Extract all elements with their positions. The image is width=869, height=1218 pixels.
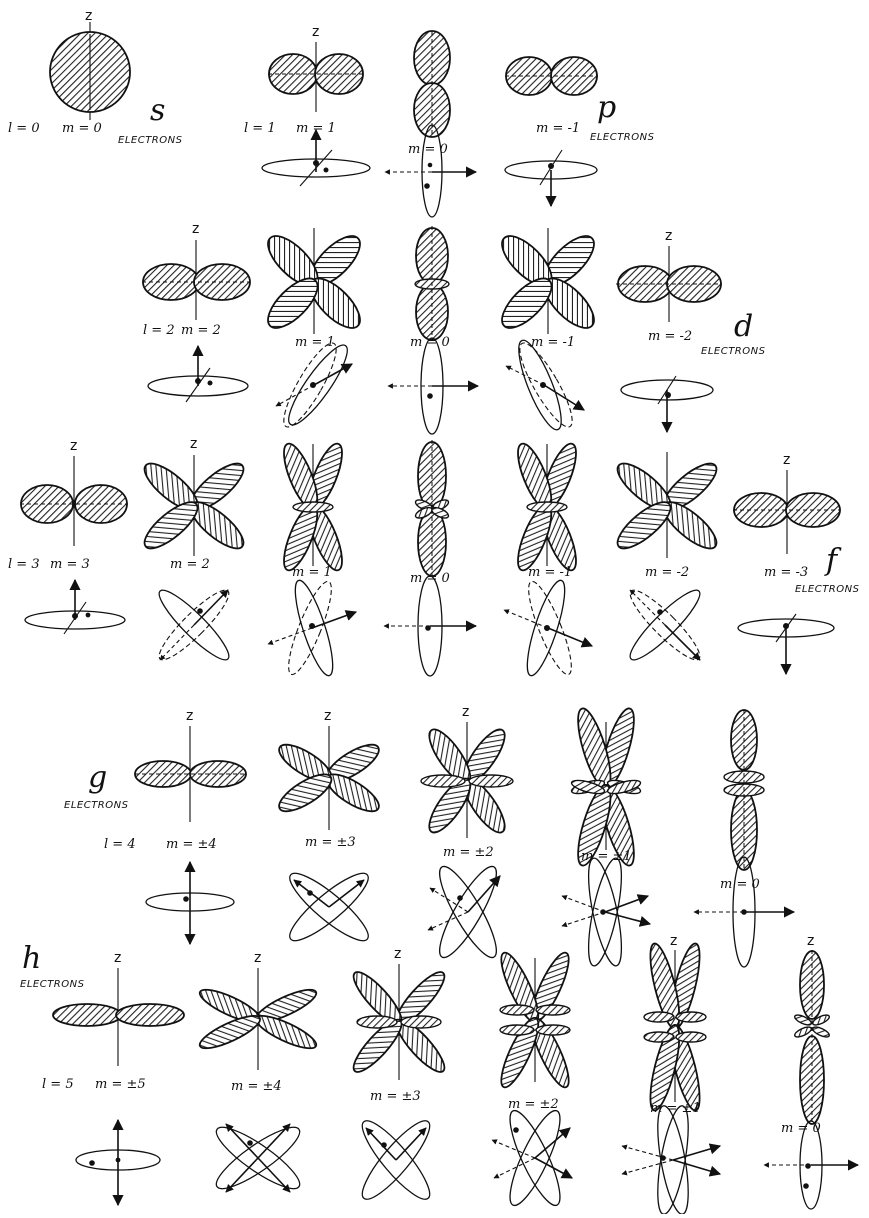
f-group: z z [8, 436, 860, 679]
s-l-label: l = 0 [8, 121, 40, 136]
d-m-label-3: m = -1 [531, 335, 575, 350]
g-m-label-1: m = ±3 [305, 835, 356, 850]
g-electrons-label: ELECTRONS [64, 800, 129, 811]
f-z-axis-label: z [70, 438, 77, 454]
f-electrons-label: ELECTRONS [795, 584, 860, 595]
h-z-axis-label-5: z [670, 933, 677, 949]
f-m-label-5: m = -2 [645, 565, 689, 580]
s-z-axis-label: z [85, 8, 92, 24]
h-m-label-3: m = ±2 [508, 1097, 559, 1112]
h-letter: h [22, 941, 41, 976]
f-m-label-4: m = -1 [528, 565, 572, 580]
p-letter: p [597, 90, 616, 125]
d-z-axis-label-right: z [665, 228, 672, 244]
p-group: z l = 1 m = 1 m = 0 m = -1 p ELECTRONS [244, 24, 655, 217]
g-z-axis-label-3: z [462, 704, 469, 720]
h-z-axis-label-2: z [254, 950, 261, 966]
h-z-axis-label-3: z [394, 946, 401, 962]
g-m-label-2: m = ±2 [443, 845, 494, 860]
f-m-label-2: m = 1 [292, 565, 332, 580]
d-m-label-0: m = 2 [181, 323, 221, 338]
f-z-axis-label-2: z [190, 436, 197, 452]
g-group: z z z [64, 704, 794, 968]
h-m-label-4: m = ±1 [650, 1101, 701, 1116]
g-l-label: l = 4 [104, 837, 136, 852]
d-group: z z l = 2 m = 2 m [142, 221, 766, 434]
h-m-label-0: m = ±5 [95, 1077, 146, 1092]
f-m-label-6: m = -3 [764, 565, 808, 580]
d-m-label-4: m = -2 [648, 329, 692, 344]
h-electrons-label: ELECTRONS [20, 979, 85, 990]
h-m-label-2: m = ±3 [370, 1089, 421, 1104]
f-m-label-0: m = 3 [50, 557, 90, 572]
g-z-axis-label: z [186, 708, 193, 724]
h-m-label-1: m = ±4 [231, 1079, 282, 1094]
d-electrons-label: ELECTRONS [701, 346, 766, 357]
g-m-label-0: m = ±4 [166, 837, 217, 852]
h-z-axis-label-6: z [807, 933, 814, 949]
d-m-label-2: m = 0 [410, 335, 450, 350]
f-m-label-3: m = 0 [410, 571, 450, 586]
d-letter: d [734, 309, 753, 344]
f-z-axis-label-right: z [783, 452, 790, 468]
d-l-label: l = 2 [143, 323, 175, 338]
h-group: h ELECTRONS z z z [20, 933, 858, 1214]
s-letter: s [150, 93, 165, 128]
d-m-label-1: m = 1 [295, 335, 335, 350]
s-electrons-label: ELECTRONS [118, 135, 183, 146]
f-l-label: l = 3 [8, 557, 40, 572]
f-letter: f [824, 543, 842, 578]
h-z-axis-label: z [114, 950, 121, 966]
g-letter: g [88, 760, 107, 795]
h-l-label: l = 5 [42, 1077, 74, 1092]
p-l-label: l = 1 [244, 121, 276, 136]
g-m-label-3: m = ±1 [581, 849, 632, 864]
s-m-label-0: m = 0 [62, 121, 102, 136]
p-z-axis-label: z [312, 24, 319, 40]
s-group: z l = 0 m = 0 s ELECTRONS [8, 8, 183, 146]
g-z-axis-label-2: z [324, 708, 331, 724]
f-m-label-1: m = 2 [170, 557, 210, 572]
d-z-axis-label: z [192, 221, 199, 237]
p-electrons-label: ELECTRONS [590, 132, 655, 143]
p-m-label-2: m = -1 [536, 121, 580, 136]
